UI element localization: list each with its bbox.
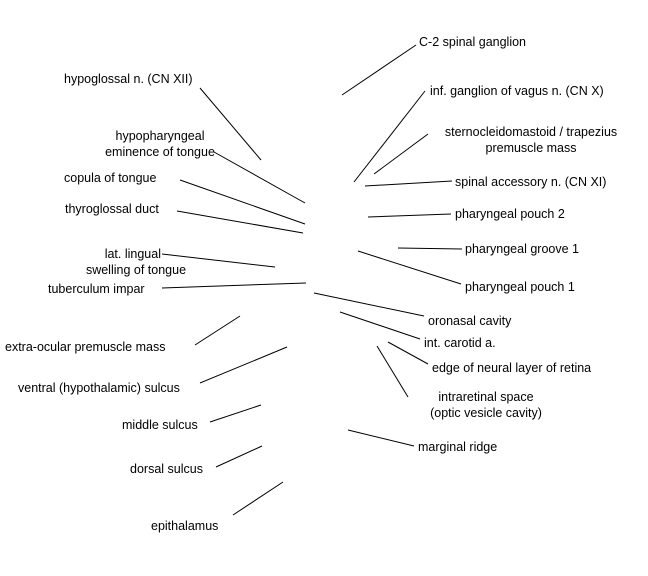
label-marginal-ridge: marginal ridge bbox=[418, 440, 498, 454]
label-ventral-hypothalamic-sulcus: ventral (hypothalamic) sulcus bbox=[18, 381, 180, 395]
label-intraretinal-space: intraretinal space (optic vesicle cavity… bbox=[410, 389, 562, 421]
label-epithalamus: epithalamus bbox=[151, 519, 219, 533]
label-copula-of-tongue: copula of tongue bbox=[64, 171, 157, 185]
label-thyroglossal-duct: thyroglossal duct bbox=[65, 202, 159, 216]
label-hypopharyngeal-eminence-line1: hypopharyngeal bbox=[115, 129, 205, 143]
leader-int-carotid-a bbox=[339, 311, 421, 340]
label-hypoglossal-n: hypoglossal n. (CN XII) bbox=[64, 72, 193, 86]
leader-tuberculum-impar bbox=[161, 282, 307, 289]
leader-extra-ocular-premuscle-mass bbox=[194, 315, 241, 346]
label-extra-ocular-premuscle-mass: extra-ocular premuscle mass bbox=[5, 340, 166, 354]
leader-c2-spinal-ganglion bbox=[341, 44, 417, 96]
label-c2-spinal-ganglion: C-2 spinal ganglion bbox=[419, 35, 527, 49]
label-intraretinal-space-line1: intraretinal space bbox=[438, 390, 534, 404]
leader-copula-of-tongue bbox=[179, 179, 306, 225]
label-intraretinal-space-line2: (optic vesicle cavity) bbox=[430, 406, 542, 420]
label-middle-sulcus: middle sulcus bbox=[122, 418, 198, 432]
label-oronasal-cavity: oronasal cavity bbox=[428, 314, 512, 328]
leader-hypoglossal-n bbox=[199, 87, 262, 161]
label-lat-lingual-swelling-line1: lat. lingual bbox=[104, 247, 161, 261]
leader-inf-ganglion-vagus bbox=[353, 90, 426, 183]
label-sternocleidomastoid-line1: sternocleidomastoid / trapezius bbox=[444, 125, 618, 139]
leader-pharyngeal-pouch-2 bbox=[367, 213, 452, 218]
label-pharyngeal-groove-1: pharyngeal groove 1 bbox=[465, 242, 579, 256]
leader-edge-neural-layer-retina bbox=[387, 341, 429, 365]
leader-thyroglossal-duct bbox=[176, 210, 304, 234]
leader-dorsal-sulcus bbox=[215, 445, 263, 468]
leader-pharyngeal-groove-1 bbox=[397, 247, 463, 250]
label-lat-lingual-swelling-line2: swelling of tongue bbox=[85, 263, 187, 277]
leader-epithalamus bbox=[232, 481, 284, 516]
label-hypopharyngeal-eminence: hypopharyngeal eminence of tongue bbox=[78, 128, 242, 160]
label-sternocleidomastoid: sternocleidomastoid / trapezius premuscl… bbox=[430, 124, 632, 156]
label-spinal-accessory-n: spinal accessory n. (CN XI) bbox=[455, 175, 607, 189]
label-hypopharyngeal-eminence-line2: eminence of tongue bbox=[105, 145, 215, 159]
label-inf-ganglion-vagus: inf. ganglion of vagus n. (CN X) bbox=[430, 84, 604, 98]
leader-intraretinal-space bbox=[376, 345, 409, 398]
leader-lat-lingual-swelling bbox=[161, 253, 276, 268]
leader-marginal-ridge bbox=[347, 429, 415, 447]
leader-ventral-hypothalamic-sulcus bbox=[199, 346, 288, 384]
leader-middle-sulcus bbox=[209, 404, 262, 423]
leader-sternocleidomastoid bbox=[373, 133, 429, 175]
label-lat-lingual-swelling: lat. lingual swelling of tongue bbox=[64, 246, 208, 278]
leader-pharyngeal-pouch-1 bbox=[357, 250, 462, 285]
label-pharyngeal-pouch-2: pharyngeal pouch 2 bbox=[455, 207, 565, 221]
label-dorsal-sulcus: dorsal sulcus bbox=[130, 462, 203, 476]
label-pharyngeal-pouch-1: pharyngeal pouch 1 bbox=[465, 280, 575, 294]
leader-oronasal-cavity bbox=[313, 292, 425, 317]
label-edge-neural-layer-retina: edge of neural layer of retina bbox=[432, 361, 592, 375]
label-sternocleidomastoid-line2: premuscle mass bbox=[485, 141, 577, 155]
label-tuberculum-impar: tuberculum impar bbox=[48, 282, 145, 296]
label-int-carotid-a: int. carotid a. bbox=[424, 336, 496, 350]
leader-hypopharyngeal-eminence bbox=[213, 151, 306, 204]
leader-spinal-accessory-n bbox=[364, 180, 453, 187]
